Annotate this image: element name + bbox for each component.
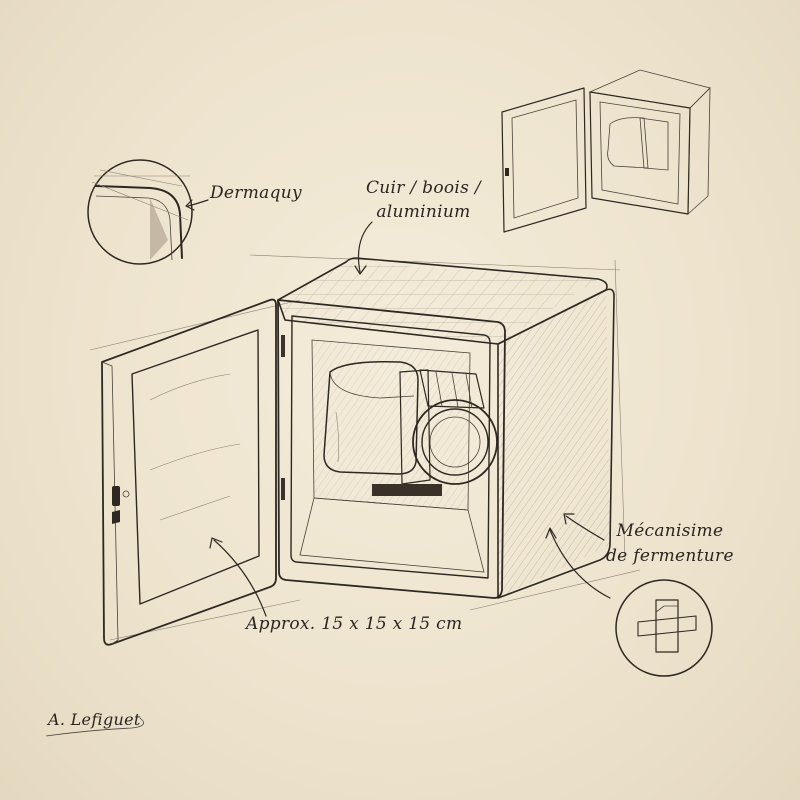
door-latch [112, 486, 120, 506]
box-interior [290, 315, 491, 579]
leader-arrows [45, 199, 611, 737]
label-closure-mechanism: Mécanisime de fermenture [606, 519, 734, 569]
artist-signature: A. Lefiguet [48, 710, 141, 729]
glass-door [101, 298, 277, 646]
detail-circle-leather [87, 159, 193, 265]
main-winder-box [277, 257, 615, 599]
label-leather-detail: Dermaquy [210, 183, 302, 203]
reference-sketch-open [501, 69, 711, 233]
label-materials-line1: Cuir / boois / [366, 178, 481, 198]
label-materials-line2: aluminium [376, 202, 471, 222]
door-glass-pane [131, 329, 260, 605]
detail-circle-closure [615, 579, 713, 677]
box-front-frame [277, 299, 506, 599]
watch-pillow [323, 360, 498, 496]
label-closure-line2: de fermenture [606, 546, 734, 566]
label-materials: Cuir / boois / aluminium [366, 176, 481, 224]
watch-case [412, 399, 498, 485]
label-dimensions: Approx. 15 x 15 x 15 cm [246, 614, 463, 634]
label-closure-line1: Mécanisime [616, 521, 724, 541]
